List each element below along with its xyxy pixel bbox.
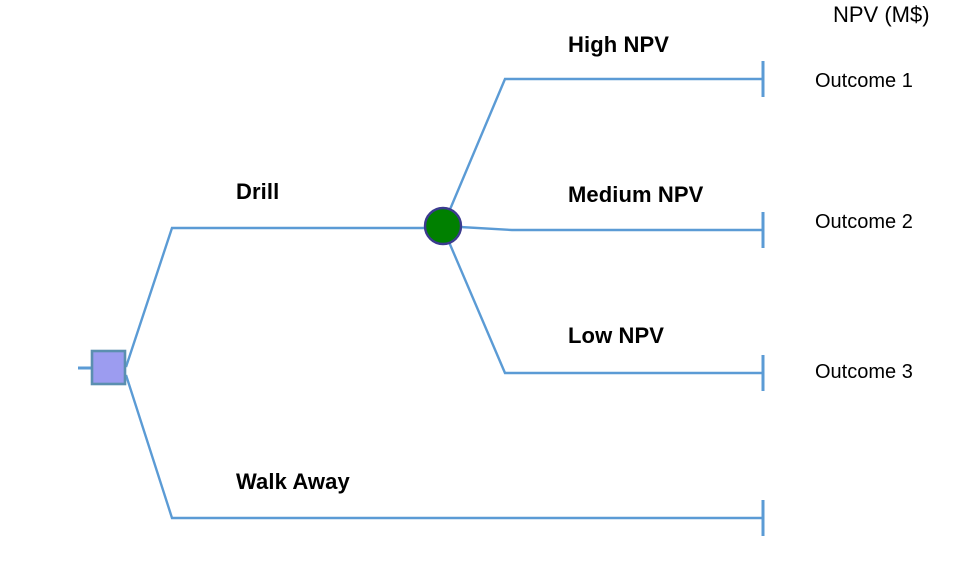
branch-label-walk-away: Walk Away	[236, 469, 350, 494]
outcome-label-1: Outcome 1	[815, 70, 913, 92]
outcome-label-3: Outcome 3	[815, 361, 913, 383]
branch-label-drill: Drill	[236, 179, 280, 204]
branch-line-medium-npv[interactable]	[442, 224, 763, 232]
decision-node-square[interactable]	[90, 349, 127, 386]
branch-label-low-npv: Low NPV	[568, 323, 665, 348]
npv-column-header: NPV (M$)	[833, 2, 930, 27]
chance-node-circle[interactable]	[423, 206, 463, 246]
outcome-label-2: Outcome 2	[815, 211, 913, 233]
branch-line-walk-away[interactable]	[124, 374, 763, 520]
branch-label-medium-npv: Medium NPV	[568, 182, 704, 207]
branch-line-low-npv[interactable]	[441, 227, 763, 375]
branch-line-drill[interactable]	[124, 226, 443, 368]
branch-line-high-npv[interactable]	[441, 77, 763, 227]
branch-label-high-npv: High NPV	[568, 32, 670, 57]
